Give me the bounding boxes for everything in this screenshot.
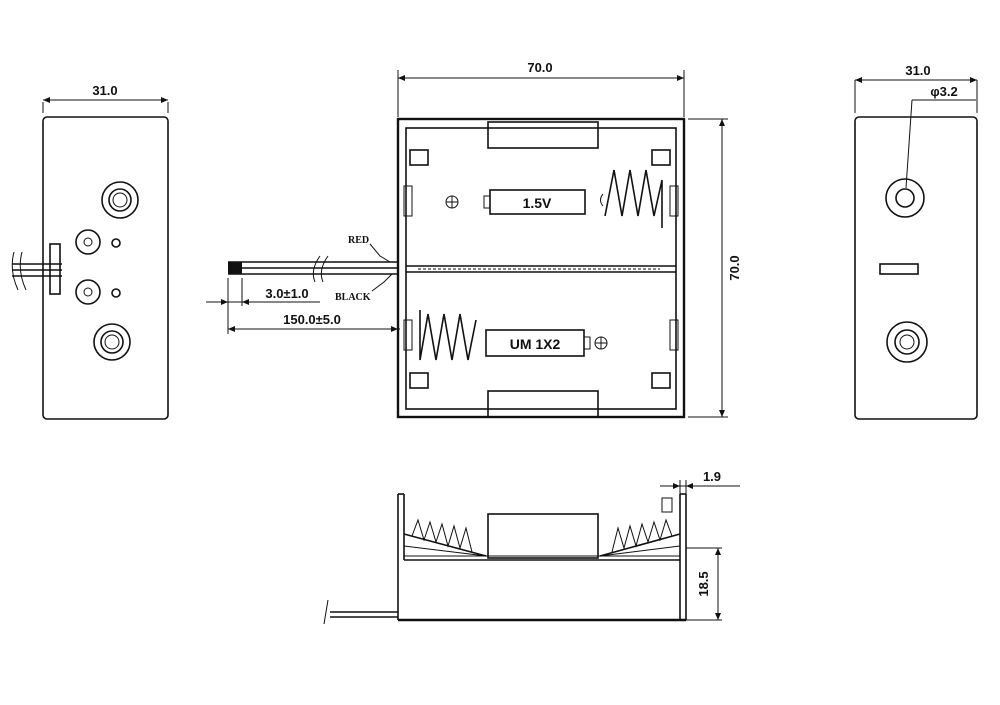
top-view: 70.0 70.0 1.5V xyxy=(206,60,742,419)
right-side-view: 31.0 φ3.2 xyxy=(854,63,978,420)
front-end-tab xyxy=(487,513,599,559)
spring-icon xyxy=(604,169,663,228)
wire-strip-label: 3.0±1.0 xyxy=(265,286,308,301)
wire-hole-icon xyxy=(75,279,101,305)
bottom-end-tab xyxy=(487,390,599,418)
wire-clamp xyxy=(49,243,61,295)
type-label: UM 1X2 xyxy=(510,336,561,352)
plus-terminal-icon xyxy=(445,195,459,209)
red-wire-label: RED xyxy=(348,235,369,246)
voltage-label: 1.5V xyxy=(523,195,552,211)
spring-icon xyxy=(419,310,477,361)
black-wire-label: BLACK xyxy=(335,292,371,303)
front-elevation-view: 1.9 18.5 xyxy=(323,469,740,625)
holder-body xyxy=(396,117,686,419)
top-width-label: 70.0 xyxy=(527,60,552,75)
plus-terminal-icon xyxy=(594,336,608,350)
spring-icon xyxy=(411,518,473,553)
wall-thickness-label: 1.9 xyxy=(703,469,721,484)
wire-hole-icon xyxy=(75,229,101,255)
wire-strip-end xyxy=(228,262,242,274)
spring-icon xyxy=(611,518,673,553)
top-height-label: 70.0 xyxy=(727,255,742,280)
slot xyxy=(879,263,919,275)
holder-inner-wall xyxy=(405,127,677,410)
rivet-icon xyxy=(886,321,928,363)
mounting-hole-icon xyxy=(885,178,925,218)
hole-diameter-label: φ3.2 xyxy=(930,84,957,99)
rivet-icon xyxy=(93,323,131,361)
top-end-tab xyxy=(487,121,599,149)
left-side-view: 31.0 xyxy=(11,83,169,420)
rivet-icon xyxy=(101,181,139,219)
depth-label: 18.5 xyxy=(696,571,711,596)
right-view-body xyxy=(854,116,978,420)
left-width-label: 31.0 xyxy=(92,83,117,98)
wire-length-label: 150.0±5.0 xyxy=(283,312,341,327)
left-view-body xyxy=(42,116,169,420)
right-width-label: 31.0 xyxy=(905,63,930,78)
